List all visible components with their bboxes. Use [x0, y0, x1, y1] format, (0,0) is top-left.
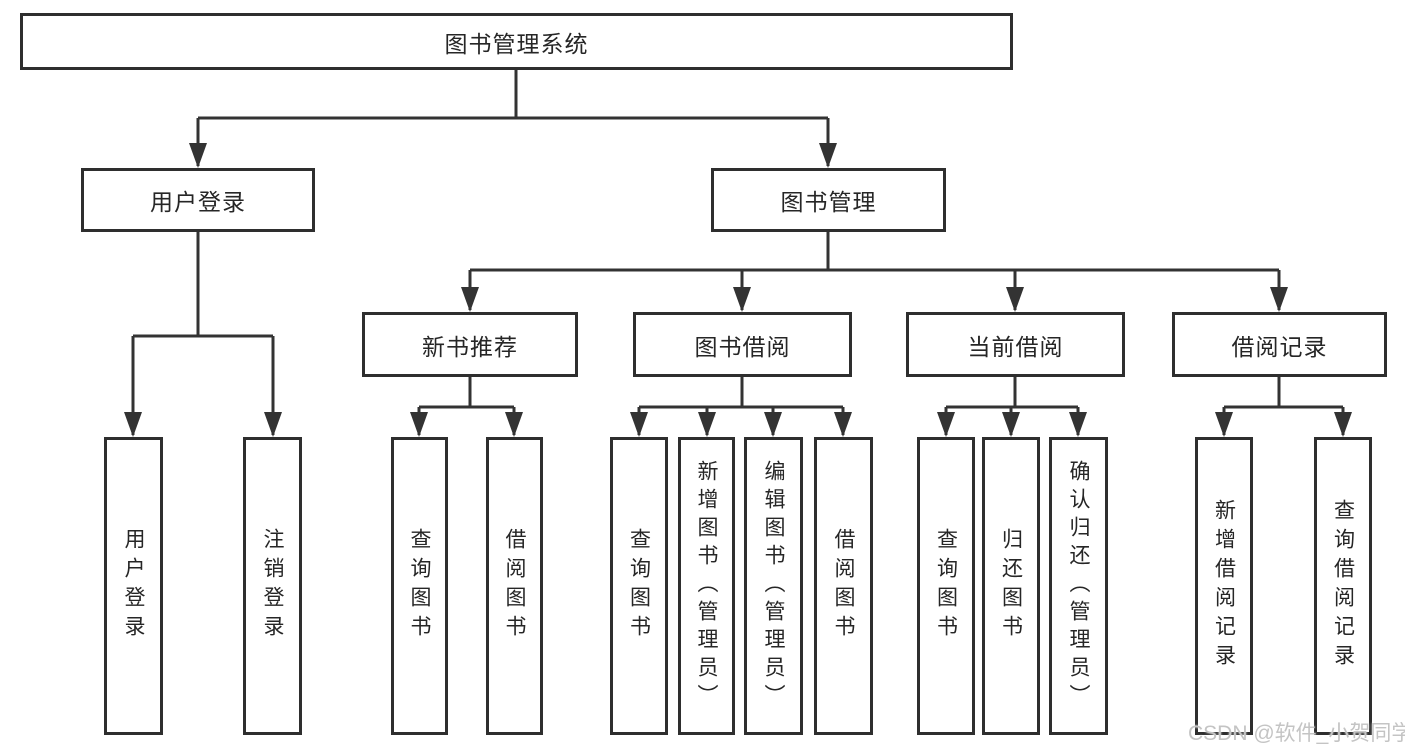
leaf-query-books-2: 查询图书 [610, 437, 668, 735]
leaf-return-books: 归还图书 [982, 437, 1040, 735]
node-book-management: 图书管理 [711, 168, 946, 232]
arrowhead-down [1270, 287, 1288, 312]
leaf-return-books-label: 归还图书 [999, 528, 1023, 644]
leaf-logout-label: 注销登录 [261, 528, 284, 644]
arrowhead-down [189, 143, 207, 168]
arrowhead-down [834, 412, 852, 437]
arrowhead-down [410, 412, 428, 437]
arrowhead-down [819, 143, 837, 168]
arrowhead-down [505, 412, 523, 437]
node-borrow-records: 借阅记录 [1172, 312, 1387, 377]
leaf-borrow-books-1: 借阅图书 [486, 437, 543, 735]
leaf-add-borrow-record: 新增借阅记录 [1195, 437, 1253, 735]
leaf-borrow-books-2-label: 借阅图书 [832, 528, 855, 644]
leaf-edit-books-admin: 编辑图书（管理员） [744, 437, 803, 735]
leaf-query-books-2-label: 查询图书 [627, 528, 651, 644]
arrowhead-down [461, 287, 479, 312]
arrowhead-down [1334, 412, 1352, 437]
leaf-borrow-books-2: 借阅图书 [814, 437, 873, 735]
leaf-confirm-return-admin: 确认归还（管理员） [1049, 437, 1108, 735]
arrowhead-down [1006, 287, 1024, 312]
arrowhead-down [937, 412, 955, 437]
arrowhead-down [764, 412, 782, 437]
leaf-query-borrow-record-label: 查询借阅记录 [1331, 499, 1355, 673]
node-new-book-recommend: 新书推荐 [362, 312, 578, 377]
leaf-borrow-books-1-label: 借阅图书 [503, 528, 526, 644]
leaf-add-books-admin: 新增图书（管理员） [678, 437, 735, 735]
leaf-query-books-3: 查询图书 [917, 437, 975, 735]
connector-lines [131, 70, 1345, 435]
leaf-confirm-return-admin-label: 确认归还（管理员） [1067, 460, 1090, 712]
leaf-query-books-3-label: 查询图书 [934, 528, 958, 644]
node-book-borrow: 图书借阅 [633, 312, 852, 377]
leaf-query-borrow-record: 查询借阅记录 [1314, 437, 1372, 735]
arrowhead-down [698, 412, 716, 437]
node-current-borrow: 当前借阅 [906, 312, 1125, 377]
leaf-query-books-1-label: 查询图书 [408, 528, 431, 644]
leaf-user-login-label: 用户登录 [122, 528, 145, 644]
leaf-logout: 注销登录 [243, 437, 302, 735]
arrowhead-down [1002, 412, 1020, 437]
leaf-add-borrow-record-label: 新增借阅记录 [1212, 499, 1236, 673]
arrowhead-down [124, 412, 142, 437]
csdn-watermark: CSDN @软件_小贺同学 [1188, 722, 1405, 745]
arrowhead-down [1215, 412, 1233, 437]
leaf-query-books-1: 查询图书 [391, 437, 448, 735]
node-user-login: 用户登录 [81, 168, 315, 232]
arrowhead-down [1069, 412, 1087, 437]
leaf-edit-books-admin-label: 编辑图书（管理员） [762, 460, 785, 712]
arrowhead-down [630, 412, 648, 437]
arrowhead-down [733, 287, 751, 312]
leaf-add-books-admin-label: 新增图书（管理员） [695, 460, 718, 712]
leaf-user-login: 用户登录 [104, 437, 163, 735]
node-root-system: 图书管理系统 [20, 13, 1013, 70]
arrowhead-down [264, 412, 282, 437]
